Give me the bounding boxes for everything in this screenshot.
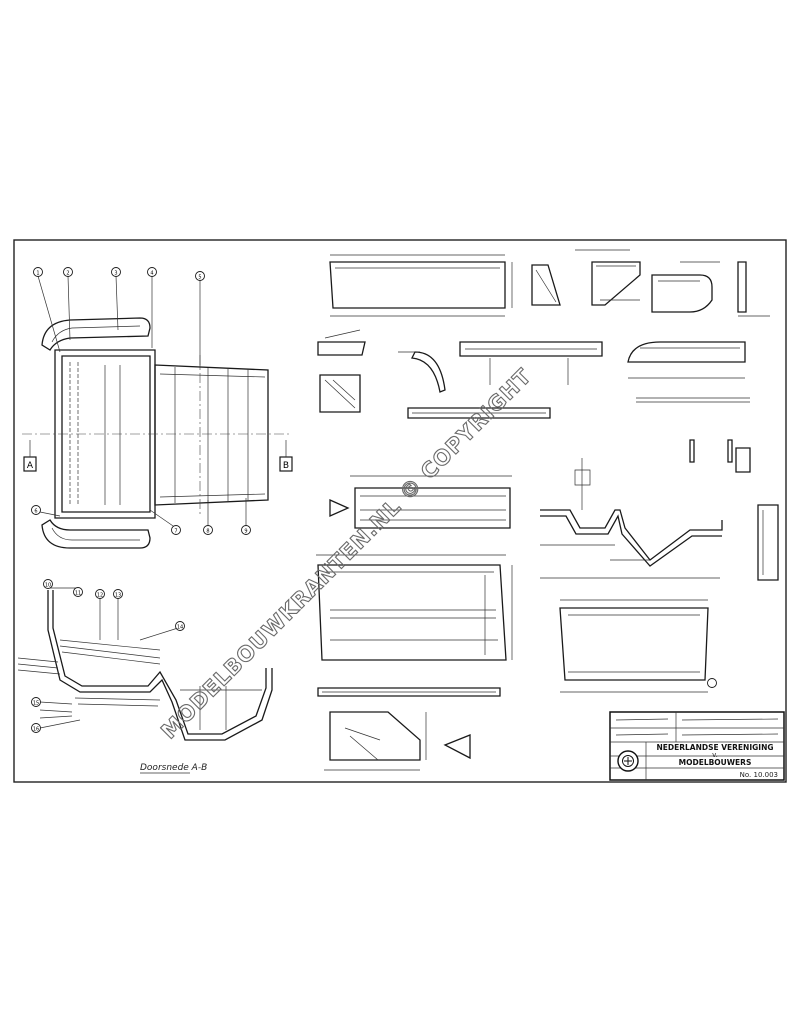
- svg-text:10: 10: [45, 583, 51, 589]
- section-callouts: 10 11 12 13 14 15 16: [31, 579, 185, 733]
- svg-text:16: 16: [33, 727, 39, 733]
- svg-text:8: 8: [206, 529, 209, 535]
- svg-text:2: 2: [66, 271, 69, 277]
- plan-view: A B: [22, 275, 293, 549]
- parts-lower: [316, 554, 717, 771]
- svg-text:4: 4: [150, 271, 153, 277]
- org-name-line2: v.: [712, 751, 718, 759]
- svg-text:6: 6: [34, 509, 37, 515]
- marker-a: A: [27, 461, 34, 471]
- svg-text:15: 15: [33, 701, 39, 707]
- parts-top: [317, 249, 770, 473]
- org-name-line3: MODELBOUWERS: [679, 758, 752, 767]
- svg-text:12: 12: [97, 593, 103, 599]
- svg-text:13: 13: [115, 593, 121, 599]
- svg-text:5: 5: [198, 275, 201, 281]
- plan-callouts: 1 2 3 4 5 6 7 8 9: [31, 267, 251, 535]
- svg-text:7: 7: [174, 529, 177, 535]
- svg-text:3: 3: [114, 271, 117, 277]
- title-block: NEDERLANDSE VERENIGING v. MODELBOUWERS N…: [609, 711, 785, 781]
- svg-text:14: 14: [177, 625, 183, 631]
- parts-middle: [329, 458, 779, 581]
- svg-text:11: 11: [75, 591, 81, 597]
- section-view: [17, 587, 273, 741]
- svg-text:1: 1: [36, 271, 39, 277]
- org-name-line1: NEDERLANDSE VERENIGING: [656, 743, 773, 752]
- section-label: Doorsnede A-B: [140, 763, 207, 773]
- svg-text:9: 9: [244, 529, 247, 535]
- marker-b: B: [283, 461, 289, 471]
- drawing-number: No. 10.003: [740, 771, 778, 779]
